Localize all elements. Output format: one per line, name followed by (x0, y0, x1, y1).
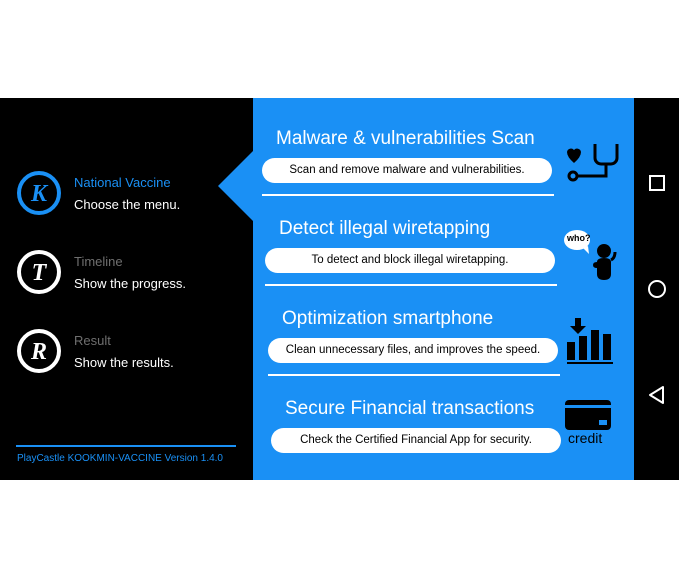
divider (16, 445, 236, 447)
back-triangle-icon[interactable] (646, 384, 668, 406)
side-menu: K National Vaccine Choose the menu. T Ti… (0, 98, 253, 480)
t-logo-icon: T (17, 250, 61, 294)
selection-pointer (218, 150, 254, 222)
r-logo-icon: R (17, 329, 61, 373)
bar-chart-download-icon (567, 318, 613, 364)
menu-item-timeline[interactable]: T Timeline Show the progress. (16, 249, 246, 299)
app-screen: K National Vaccine Choose the menu. T Ti… (0, 98, 679, 480)
feature-description: Clean unnecessary files, and improves th… (268, 338, 558, 363)
divider (265, 284, 557, 286)
credit-card-icon: credit (565, 400, 615, 450)
k-logo-icon: K (17, 171, 61, 215)
feature-panel: Malware & vulnerabilities Scan Scan and … (253, 98, 634, 480)
divider (262, 194, 554, 196)
version-label: PlayCastle KOOKMIN-VACCINE Version 1.4.0 (17, 453, 223, 464)
android-nav-bar (634, 98, 679, 480)
home-circle-icon[interactable] (646, 278, 668, 300)
svg-text:R: R (30, 339, 47, 365)
menu-item-result[interactable]: R Result Show the results. (16, 328, 246, 378)
feature-description: To detect and block illegal wiretapping. (265, 248, 555, 273)
who-person-icon: who? (563, 228, 623, 283)
svg-text:T: T (32, 260, 48, 286)
feature-description: Scan and remove malware and vulnerabilit… (262, 158, 552, 183)
stethoscope-icon (567, 144, 619, 182)
feature-description: Check the Certified Financial App for se… (271, 428, 561, 453)
recents-square-icon[interactable] (646, 172, 668, 194)
menu-item-national-vaccine[interactable]: K National Vaccine Choose the menu. (16, 170, 246, 220)
divider (268, 374, 560, 376)
svg-text:K: K (30, 181, 49, 207)
